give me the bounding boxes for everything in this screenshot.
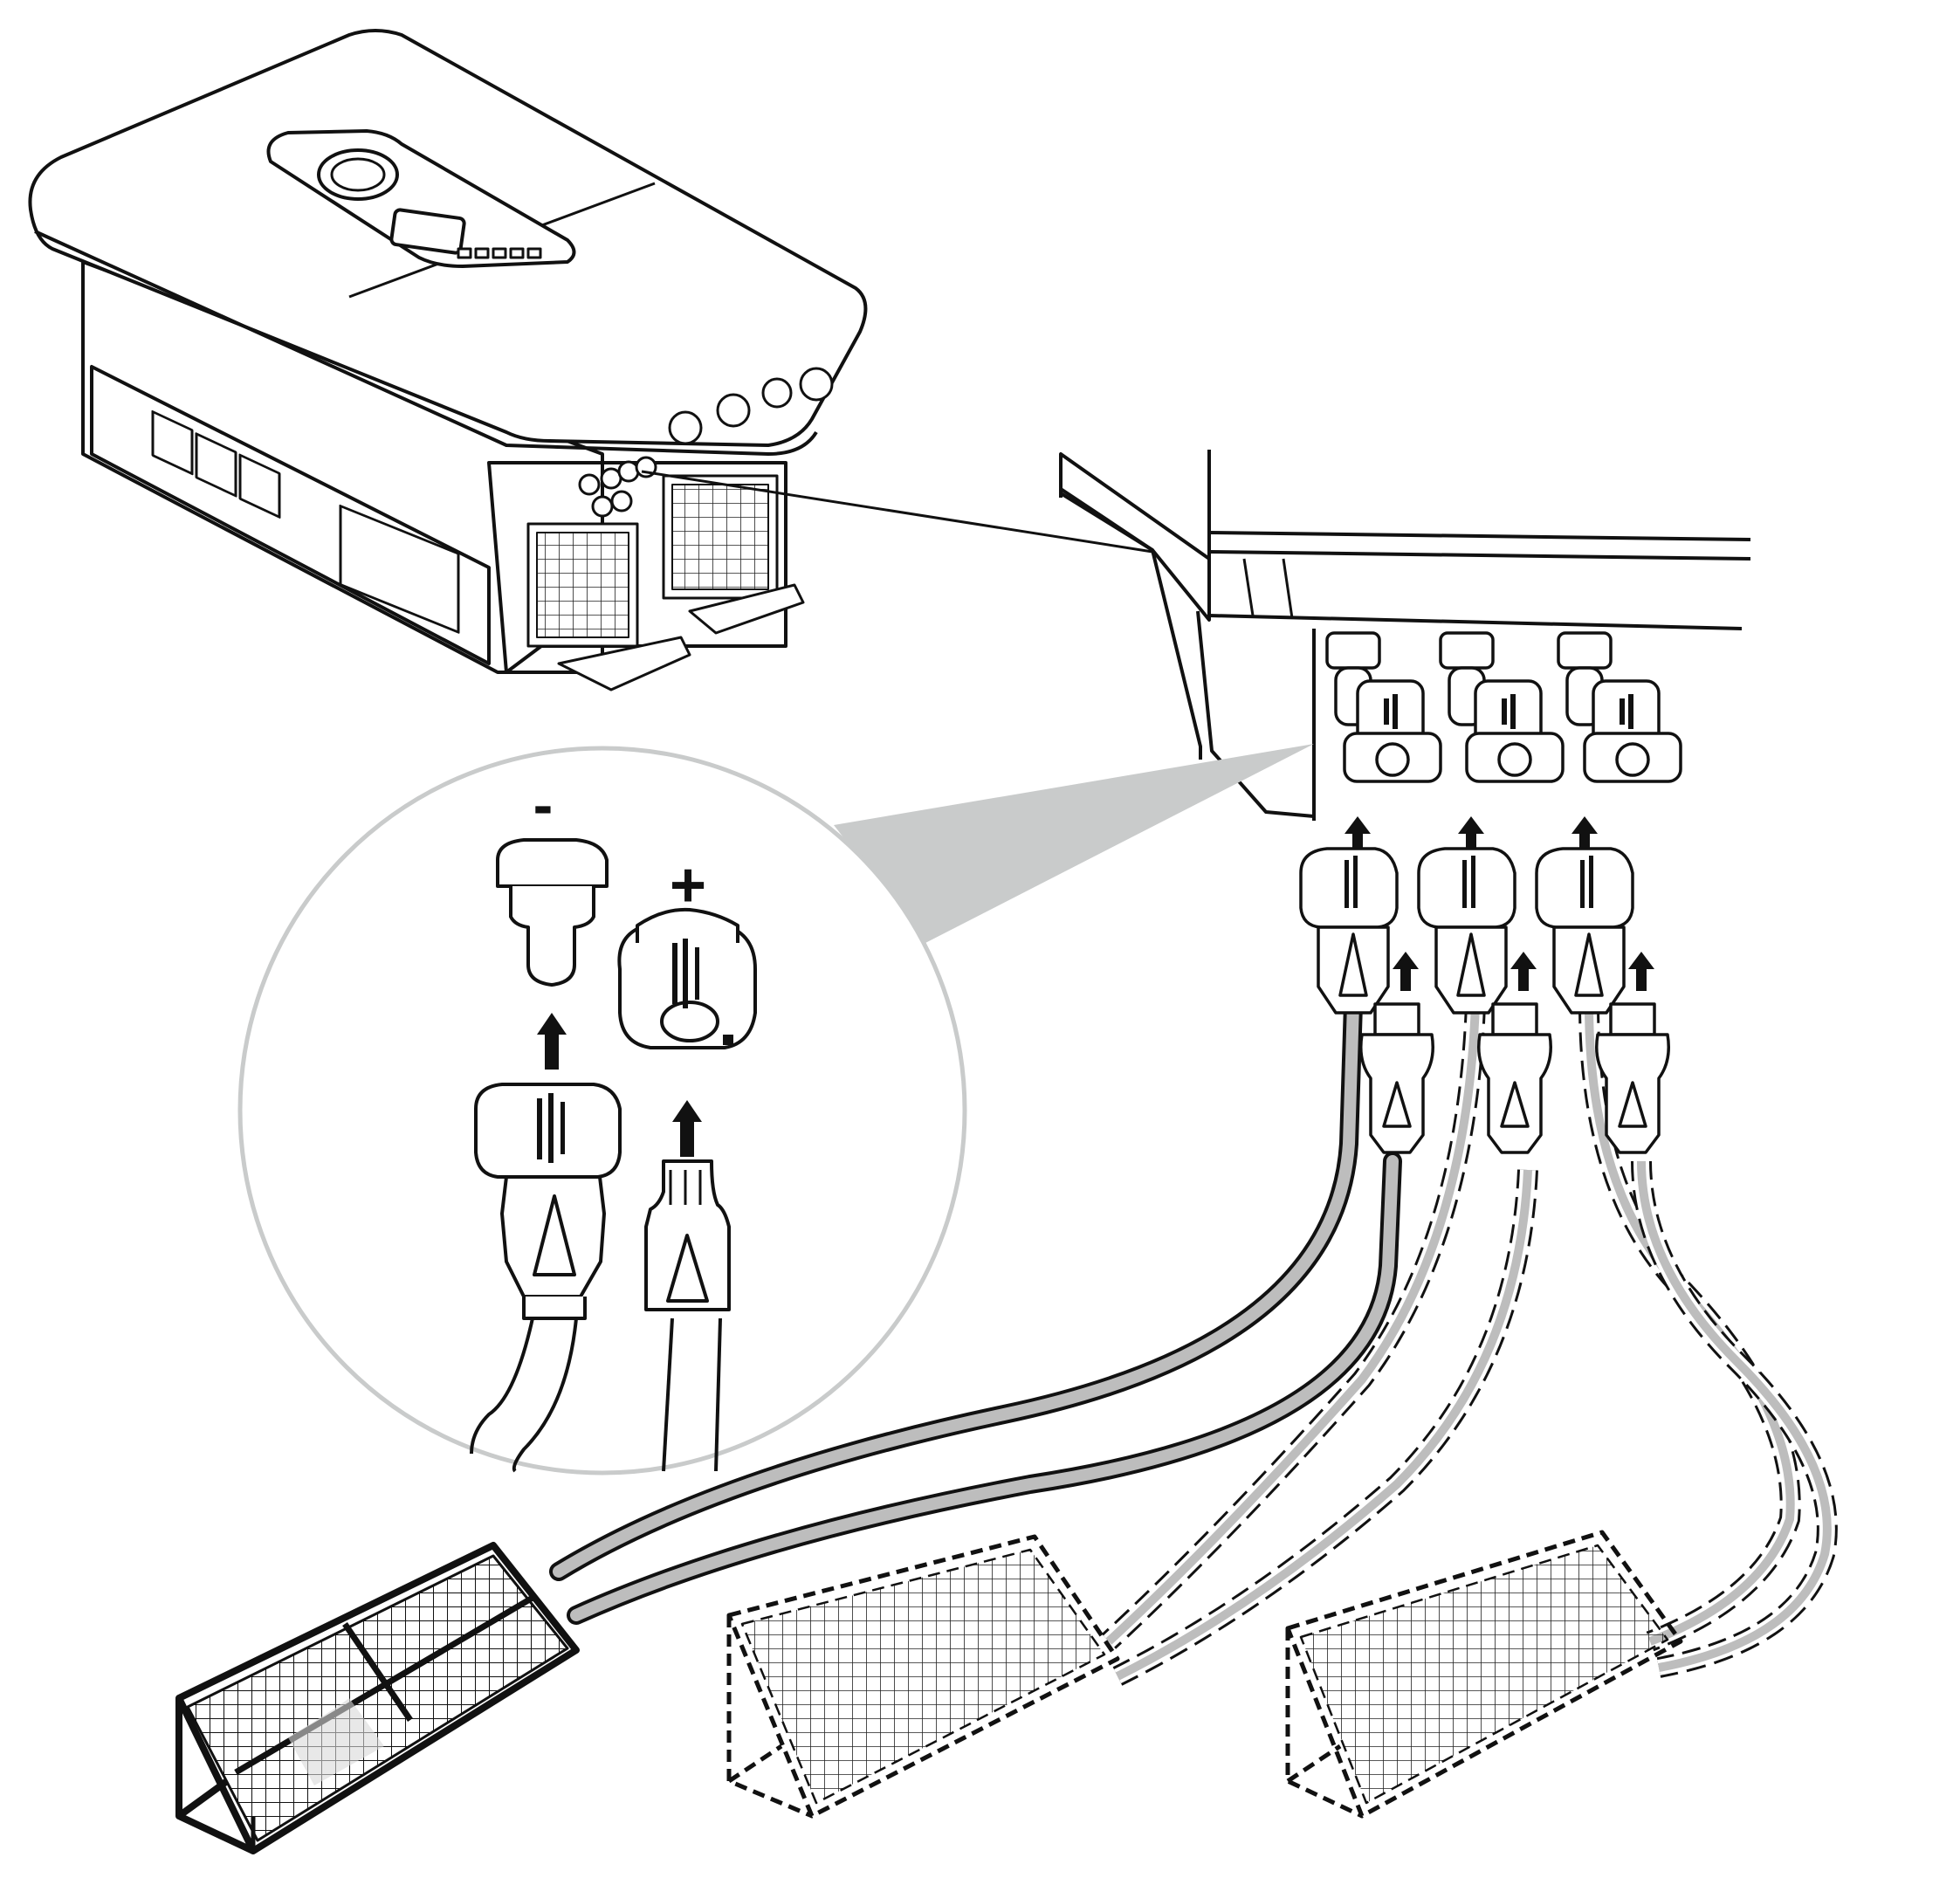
positive-symbol: + [670,850,706,920]
pv-string-1 [175,1542,580,1854]
pv-string-1-cables [549,994,1402,1625]
terminal-row [1325,631,1682,783]
callout-wedge [834,744,1314,943]
pv-string-3 [1285,1530,1683,1819]
pv-string-2-cables [1101,1003,1538,1686]
negative-symbol: - [533,772,554,838]
cable-plugs [1299,847,1670,1154]
connector-magnifier: - + [237,746,967,1476]
leader-line [641,470,1153,554]
inverter-housing [28,29,868,691]
negative-insert-arrow [537,1013,567,1070]
pv-string-2 [726,1534,1120,1819]
positive-insert-arrow [672,1100,702,1157]
pv-string-3-cables [1578,1003,1838,1678]
plug-in-arrows [1344,816,1654,991]
inverter-dc-terminal-detail [1059,450,1751,821]
